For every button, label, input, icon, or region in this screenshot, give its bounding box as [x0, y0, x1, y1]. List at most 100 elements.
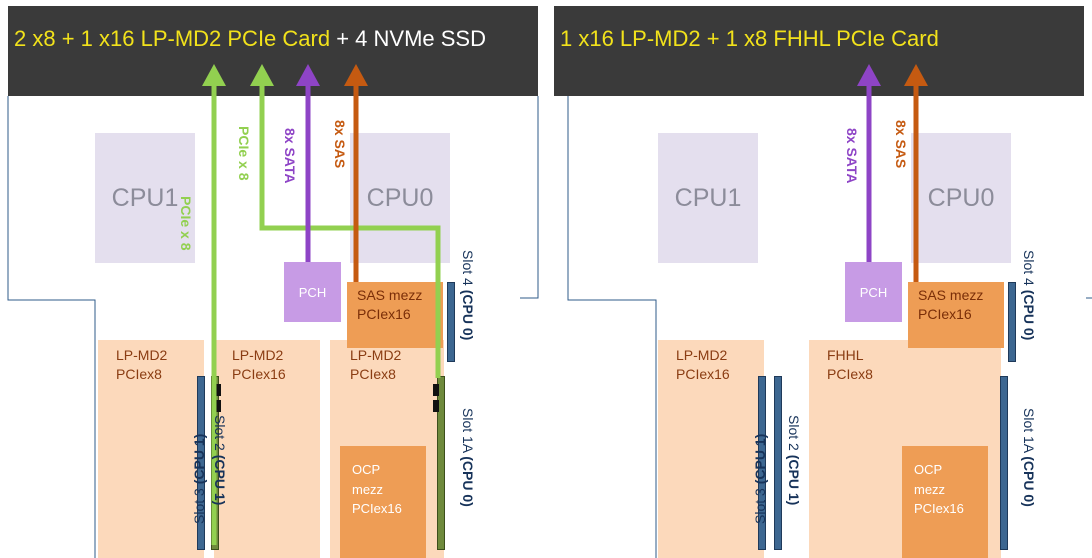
right-cpu0-label: CPU0 [927, 183, 995, 212]
right-panel: 1 x16 LP-MD2 + 1 x8 FHHL PCIe Card CPU1 … [546, 0, 1092, 558]
left-arrow-label-sas: 8x SAS [332, 120, 348, 169]
card-type: LP-MD2 [232, 347, 284, 363]
right-sas-mezz: SAS mezz PCIex16 [908, 282, 1004, 348]
slot-cpu: (CPU 1) [191, 433, 207, 485]
slot-cpu: (CPU 0) [1021, 456, 1037, 507]
sas-line: PCIex16 [918, 305, 972, 322]
left-sata-arrowhead [296, 64, 320, 86]
right-slot4-connector [1008, 282, 1016, 362]
ocp-line: PCIex16 [352, 501, 402, 516]
left-pcie-arrowhead-1 [202, 64, 226, 86]
slot-name: Slot 1A [1021, 408, 1037, 457]
left-ocp-mezz: OCP mezz PCIex16 [340, 446, 426, 558]
left-card-a: LP-MD2 PCIex8 [98, 340, 204, 558]
right-slot2-connector [774, 376, 782, 550]
left-arrow-label-sata: 8x SATA [282, 128, 298, 184]
slot-name: Slot 1A [460, 408, 476, 457]
right-sas-arrowhead [904, 64, 928, 86]
left-slot3-label: Slot 3 (CPU 1) [191, 434, 207, 524]
slot-cpu: (CPU 1) [212, 454, 228, 506]
right-cpu1: CPU1 [658, 133, 758, 263]
right-pch: PCH [845, 262, 902, 322]
right-board-outline [567, 96, 1092, 558]
ocp-line: mezz [914, 481, 946, 497]
right-title: 1 x16 LP-MD2 + 1 x8 FHHL PCIe Card [560, 26, 939, 52]
left-slot4-connector [447, 282, 455, 362]
card-type: LP-MD2 [676, 347, 728, 363]
right-slot1a-connector [1000, 376, 1008, 550]
left-cpu0-label: CPU0 [366, 183, 434, 212]
left-panel: 2 x8 + 1 x16 LP-MD2 PCIe Card + 4 NVMe S… [7, 6, 539, 558]
left-slot2-latch [215, 384, 221, 396]
left-cpu0: CPU0 [350, 133, 450, 263]
right-cpu0: CPU0 [911, 133, 1011, 263]
left-pcie-arrowhead-2 [250, 64, 274, 86]
ocp-line: mezz [352, 481, 384, 497]
card-lanes: PCIex8 [827, 365, 873, 382]
slot-name: Slot 4 [460, 250, 476, 290]
left-sas-mezz: SAS mezz PCIex16 [347, 282, 443, 348]
left-slot4-label: Slot 4 (CPU 0) [460, 250, 476, 340]
left-slot1a-label: Slot 1A (CPU 0) [460, 408, 476, 507]
right-connections [857, 64, 928, 282]
right-slot2-label: Slot 2 (CPU 1) [786, 415, 802, 505]
slot-name: Slot 4 [1021, 250, 1037, 290]
slot-cpu: (CPU 0) [460, 456, 476, 507]
sas-line: SAS mezz [357, 287, 423, 303]
right-header: 1 x16 LP-MD2 + 1 x8 FHHL PCIe Card [554, 6, 1084, 96]
left-slot3-connector [197, 376, 205, 550]
slot-cpu: (CPU 1) [786, 454, 802, 506]
slot-cpu: (CPU 0) [1021, 289, 1037, 341]
left-cpu1-label: CPU1 [111, 183, 179, 212]
left-board-outline [7, 96, 539, 558]
right-card-a: LP-MD2 PCIex16 [658, 340, 764, 558]
sas-line: SAS mezz [918, 287, 984, 303]
slot-cpu: (CPU 1) [752, 433, 768, 485]
left-slot1a-latch [433, 384, 439, 396]
right-cpu1-label: CPU1 [674, 183, 742, 212]
right-title-highlight: 1 x16 LP-MD2 + 1 x8 FHHL PCIe Card [560, 26, 939, 51]
left-title: 2 x8 + 1 x16 LP-MD2 PCIe Card + 4 NVMe S… [14, 26, 486, 52]
right-slot1a-label: Slot 1A (CPU 0) [1021, 408, 1037, 507]
slot-cpu: (CPU 0) [460, 289, 476, 341]
right-sata-arrowhead [857, 64, 881, 86]
sas-line: PCIex16 [357, 305, 411, 322]
right-pch-label: PCH [859, 284, 888, 300]
ocp-line: OCP [352, 462, 381, 477]
slot-name: Slot 3 [752, 484, 768, 524]
left-connections [202, 64, 441, 545]
card-type: LP-MD2 [116, 347, 168, 363]
left-title-rest: + 4 NVMe SSD [330, 26, 486, 51]
card-lanes: PCIex16 [676, 365, 730, 382]
right-arrow-label-sas: 8x SAS [893, 120, 909, 169]
left-arrow-label-pcie-2: PCIe x 8 [236, 126, 252, 181]
left-card-b: LP-MD2 PCIex16 [214, 340, 320, 558]
left-header: 2 x8 + 1 x16 LP-MD2 PCIe Card + 4 NVMe S… [8, 6, 538, 96]
right-arrow-label-sata: 8x SATA [844, 128, 860, 184]
right-slot3-connector [758, 376, 766, 550]
left-cpu1: CPU1 [95, 133, 195, 263]
right-slot3-label: Slot 3 (CPU 1) [752, 434, 768, 524]
right-ocp-mezz: OCP mezz PCIex16 [902, 446, 988, 558]
card-lanes: PCIex8 [350, 365, 396, 382]
left-pch-label: PCH [298, 284, 327, 300]
left-pch: PCH [284, 262, 341, 322]
ocp-line: PCIex16 [914, 501, 964, 516]
slot-name: Slot 3 [191, 484, 207, 524]
left-arrow-label-pcie-1: PCIe x 8 [178, 196, 194, 251]
left-pcie-line-2 [259, 78, 441, 378]
card-type: FHHL [827, 347, 864, 363]
card-lanes: PCIex16 [232, 365, 286, 382]
card-lanes: PCIex8 [116, 365, 162, 382]
ocp-line: OCP [914, 462, 943, 477]
left-slot1a-latch [433, 400, 439, 412]
left-title-highlight: 2 x8 + 1 x16 LP-MD2 PCIe Card [14, 26, 331, 51]
left-slot1a-connector [437, 376, 445, 550]
right-slot4-label: Slot 4 (CPU 0) [1021, 250, 1037, 340]
left-slot2-latch [215, 400, 221, 412]
slot-name: Slot 2 [786, 415, 802, 455]
left-sas-arrowhead [344, 64, 368, 86]
card-type: LP-MD2 [350, 347, 402, 363]
slot-name: Slot 2 [212, 415, 228, 455]
left-slot2-label: Slot 2 (CPU 1) [212, 415, 228, 505]
